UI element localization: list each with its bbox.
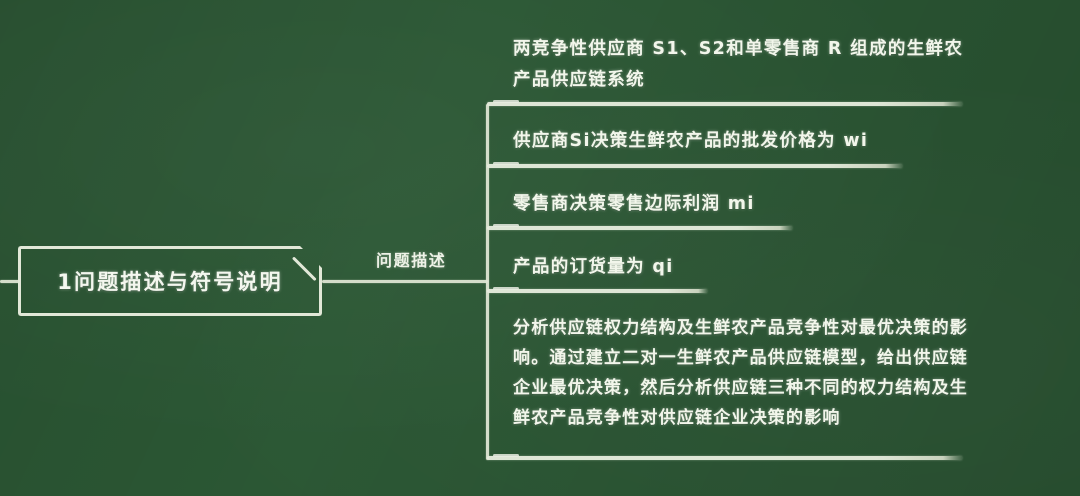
topic-text-1: 两竞争性供应商 S1、S2和单零售商 R 组成的生鲜农产品供应链系统 — [513, 39, 964, 90]
branch-label: 问题描述 — [376, 251, 447, 270]
topic-text-2: 供应商Si决策生鲜农产品的批发价格为 wi — [513, 131, 869, 151]
topic-text-3: 零售商决策零售边际利润 mi — [513, 194, 755, 214]
topic-underline-3 — [487, 224, 792, 230]
root-node[interactable]: 1问题描述与符号说明 — [18, 246, 322, 316]
topic-underline-4 — [487, 287, 707, 293]
topic-underline-2 — [487, 162, 902, 168]
topic-text-4: 产品的订货量为 qi — [513, 257, 674, 277]
branch-connector-line — [322, 280, 488, 283]
topic-underline-5 — [487, 454, 962, 460]
root-node-box — [18, 246, 322, 316]
root-incoming-connector — [0, 280, 20, 283]
topic-text-5: 分析供应链权力结构及生鲜农产品竞争性对最优决策的影响。通过建立二对一生鲜农产品供… — [513, 318, 968, 428]
root-node-label: 1问题描述与符号说明 — [57, 270, 283, 294]
topic-underline-1 — [487, 100, 962, 106]
topic-spine — [486, 104, 489, 460]
